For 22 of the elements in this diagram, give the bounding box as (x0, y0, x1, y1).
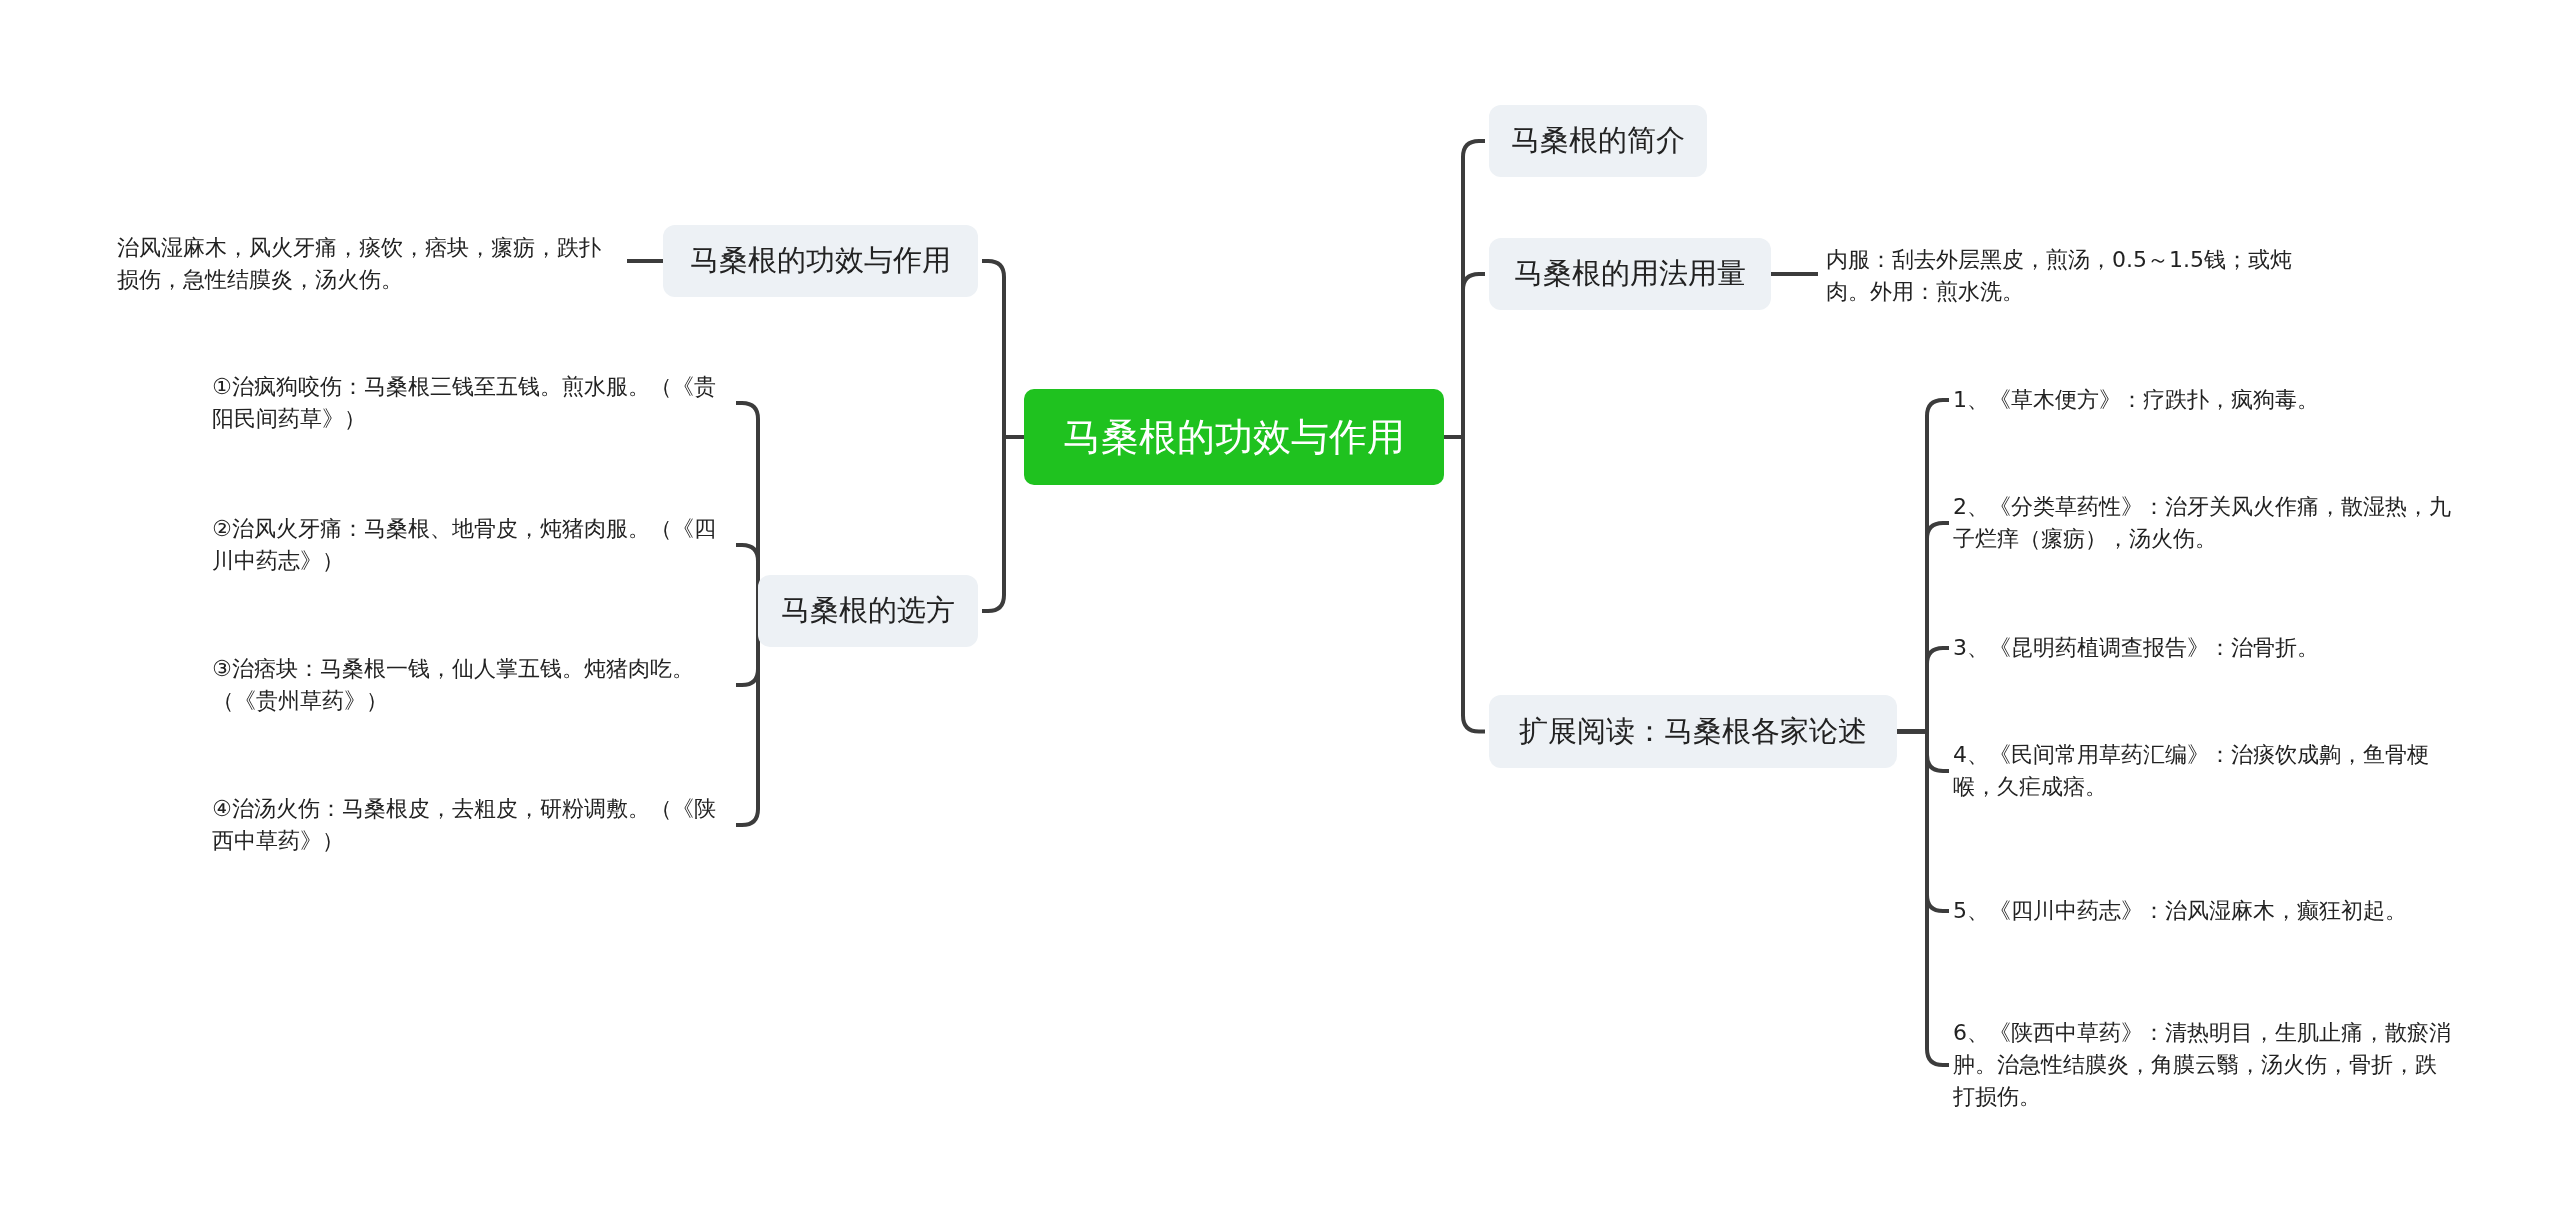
note-text: 1、《草木便方》：疗跌扑，疯狗毒。 (1953, 380, 2453, 420)
note-text: ③治痞块：马桑根一钱，仙人掌五钱。炖猪肉吃。（《贵州草药》） (212, 650, 732, 720)
note-text: 内服：刮去外层黑皮，煎汤，0.5～1.5钱；或炖肉。外用：煎水洗。 (1826, 240, 2326, 312)
note-text: ②治风火牙痛：马桑根、地骨皮，炖猪肉服。（《四川中药志》） (212, 510, 732, 580)
topic-box: 马桑根的选方 (758, 575, 978, 647)
note-text: 2、《分类草药性》：治牙关风火作痛，散湿热，九子烂痒（瘰疬），汤火伤。 (1953, 488, 2453, 558)
note-text: ①治疯狗咬伤：马桑根三钱至五钱。煎水服。（《贵阳民间药草》） (212, 368, 732, 438)
note-text: 5、《四川中药志》：治风湿麻木，癫狂初起。 (1953, 876, 2453, 946)
connector-line (982, 435, 1024, 613)
topic-box: 马桑根的用法用量 (1489, 238, 1771, 310)
note-text: 3、《昆明药植调查报告》：治骨折。 (1953, 628, 2453, 668)
topic-box: 扩展阅读：马桑根各家论述 (1489, 695, 1897, 768)
note-text: 4、《民间常用草药汇编》：治痰饮成齁，鱼骨梗喉，久疟成痞。 (1953, 736, 2453, 806)
connector-line (1771, 272, 1818, 276)
note-text: 6、《陕西中草药》：清热明目，生肌止痛，散瘀消肿。治急性结膜炎，角膜云翳，汤火伤，骨折，跌打损伤。 (1953, 1015, 2453, 1115)
note-text: 治风湿麻木，风火牙痛，痰饮，痞块，瘰疬，跌扑损伤，急性结膜炎，汤火伤。 (117, 228, 617, 300)
connector-line (1444, 435, 1485, 734)
connector-line (627, 259, 663, 263)
central-topic-box: 马桑根的功效与作用 (1024, 389, 1444, 485)
topic-box: 马桑根的简介 (1489, 105, 1707, 177)
topic-box: 马桑根的功效与作用 (663, 225, 978, 297)
note-text: ④治汤火伤：马桑根皮，去粗皮，研粉调敷。（《陕西中草药》） (212, 790, 732, 860)
